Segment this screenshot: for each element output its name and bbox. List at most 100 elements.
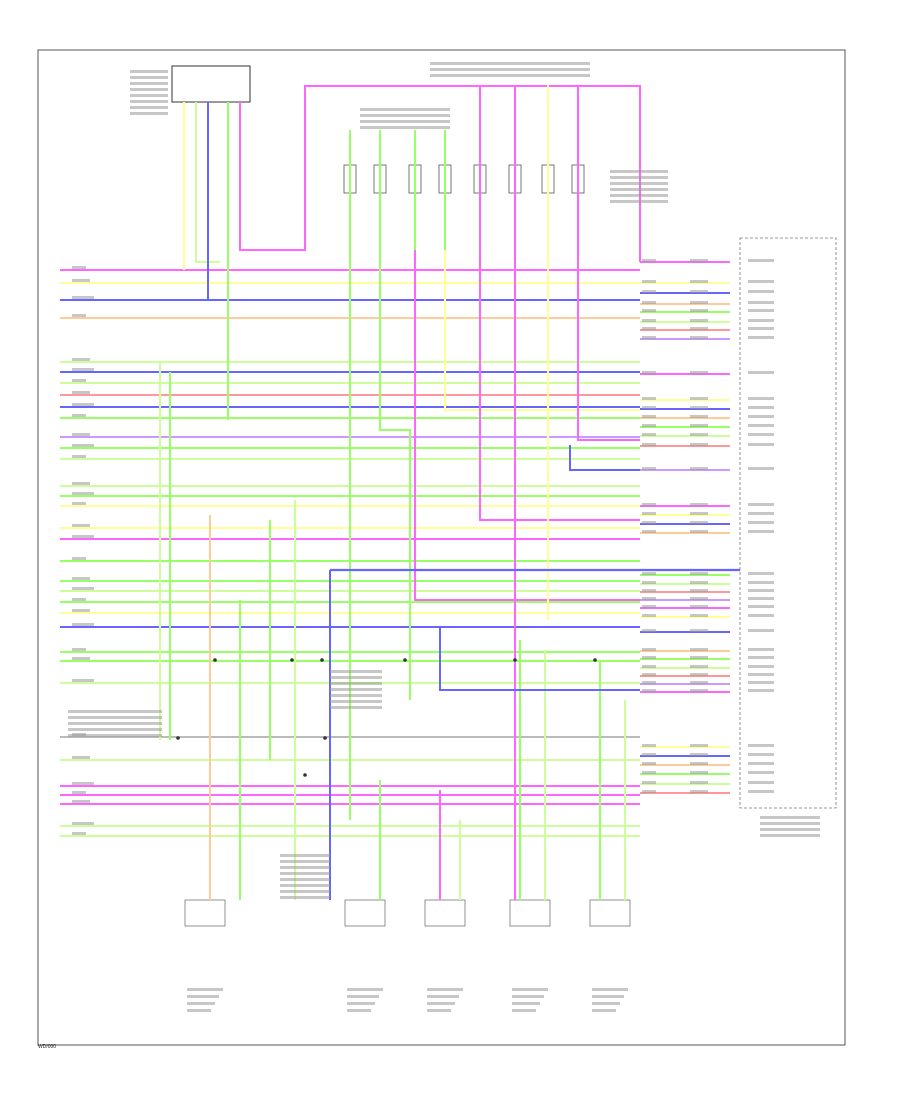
- sensor-connector: [589, 899, 631, 927]
- splice-dot: [176, 736, 180, 740]
- connector-description-mark: [360, 114, 450, 117]
- pcm-pin-description-mark: [748, 319, 774, 322]
- pcm-description-mark: [760, 834, 820, 837]
- pcm-pin-description-mark: [748, 280, 774, 283]
- sensor-description-mark: [512, 1009, 536, 1012]
- pcm-wire-label-mark: [642, 689, 656, 692]
- pcm-pin-description-mark: [748, 521, 774, 524]
- left-wire-label-mark: [72, 492, 94, 495]
- center-note-mark: [330, 670, 382, 673]
- connector-description-mark: [430, 74, 590, 77]
- sensor-description-mark: [187, 988, 223, 991]
- sensor-description-mark: [592, 1002, 620, 1005]
- pcm-pin-description-mark: [748, 327, 774, 330]
- sensor-description-mark: [347, 988, 383, 991]
- splice-dot: [320, 658, 324, 662]
- pcm-wire-label-mark: [690, 572, 708, 575]
- splice-dot: [593, 658, 597, 662]
- pcm-pin-description-mark: [748, 259, 774, 262]
- pcm-description-mark: [760, 816, 820, 819]
- pcm-pin-description-mark: [748, 771, 774, 774]
- pcm-wire-label-mark: [690, 521, 708, 524]
- pcm-wire-label-mark: [690, 753, 708, 756]
- pcm-pin-description-mark: [748, 415, 774, 418]
- pcm-wire-label-mark: [642, 629, 656, 632]
- pcm-pin-description-mark: [748, 629, 774, 632]
- diagram-frame: [37, 49, 846, 1046]
- pcm-pin-description-mark: [748, 371, 774, 374]
- sensor-connector: [184, 899, 226, 927]
- pcm-pin-description-mark: [748, 336, 774, 339]
- sensor-connector: [424, 899, 466, 927]
- pcm-pin-description-mark: [748, 665, 774, 668]
- pcm-wire-label-mark: [642, 301, 656, 304]
- left-note-mark: [68, 734, 162, 737]
- left-wire-label-mark: [72, 800, 90, 803]
- pcm-wire-label-mark: [642, 589, 656, 592]
- left-note-mark: [68, 728, 162, 731]
- left-wire-label-mark: [72, 314, 86, 317]
- left-wire-label-mark: [72, 358, 90, 361]
- pcm-wire-label-mark: [690, 581, 708, 584]
- pcm-wire-label-mark: [690, 665, 708, 668]
- left-wire-label-mark: [72, 524, 90, 527]
- pcm-wire-label-mark: [642, 597, 656, 600]
- left-wire-label-mark: [72, 609, 90, 612]
- pcm-pin-description-mark: [748, 406, 774, 409]
- pcm-wire-label-mark: [642, 521, 656, 524]
- module-description-mark: [130, 76, 168, 79]
- pcm-wire-label-mark: [642, 681, 656, 684]
- sensor-description-mark: [592, 1009, 616, 1012]
- left-note-mark: [68, 710, 162, 713]
- center-note-mark: [280, 866, 330, 869]
- pcm-wire-label-mark: [690, 781, 708, 784]
- pcm-wire-label-mark: [642, 665, 656, 668]
- pcm-wire-label-mark: [690, 443, 708, 446]
- pcm-pin-description-mark: [748, 581, 774, 584]
- module-description-mark: [130, 82, 168, 85]
- pcm-pin-description-mark: [748, 790, 774, 793]
- injector-wire: [444, 250, 640, 411]
- left-wire-label-mark: [72, 296, 94, 299]
- pcm-wire-label-mark: [690, 648, 708, 651]
- bottom-components: [184, 164, 631, 927]
- pcm-wire-label-mark: [690, 424, 708, 427]
- pcm-wire-label-mark: [642, 605, 656, 608]
- labels: [68, 62, 820, 1012]
- left-wire-label-mark: [72, 648, 86, 651]
- sensor-connector: [344, 899, 386, 927]
- pcm-wire-label-mark: [690, 744, 708, 747]
- pcm-connector-box: [739, 237, 837, 809]
- top-module-wire: [239, 85, 641, 262]
- injector-wire: [577, 85, 640, 441]
- pcm-wire-label-mark: [642, 753, 656, 756]
- pcm-wire-label-mark: [642, 771, 656, 774]
- splice-dot: [213, 658, 217, 662]
- pcm-wire-label-mark: [642, 319, 656, 322]
- connector-description-mark: [360, 120, 450, 123]
- module-description-mark: [130, 100, 168, 103]
- sensor-description-mark: [347, 1009, 371, 1012]
- pcm-wire-label-mark: [690, 467, 708, 470]
- pcm-wire-label-mark: [690, 503, 708, 506]
- center-note-mark: [280, 854, 330, 857]
- pcm-pin-description-mark: [748, 443, 774, 446]
- module-description-mark: [130, 88, 168, 91]
- injector-description-mark: [610, 182, 668, 185]
- pcm-wire-label-mark: [642, 512, 656, 515]
- pcm-wire-label-mark: [690, 629, 708, 632]
- injector-description-mark: [610, 170, 668, 173]
- pcm-pin-description-mark: [748, 309, 774, 312]
- pcm-wire-label-mark: [690, 406, 708, 409]
- left-wire-label-mark: [72, 623, 94, 626]
- connector-description-mark: [360, 126, 450, 129]
- left-wire-label-mark: [72, 679, 94, 682]
- pcm-pin-description-mark: [748, 572, 774, 575]
- module-description-mark: [130, 112, 168, 115]
- center-note-mark: [330, 682, 382, 685]
- injector-description-mark: [610, 200, 668, 203]
- pcm-pin-description-mark: [748, 614, 774, 617]
- left-wire-label-mark: [72, 557, 86, 560]
- pcm-wire-label-mark: [690, 589, 708, 592]
- splice-dot: [403, 658, 407, 662]
